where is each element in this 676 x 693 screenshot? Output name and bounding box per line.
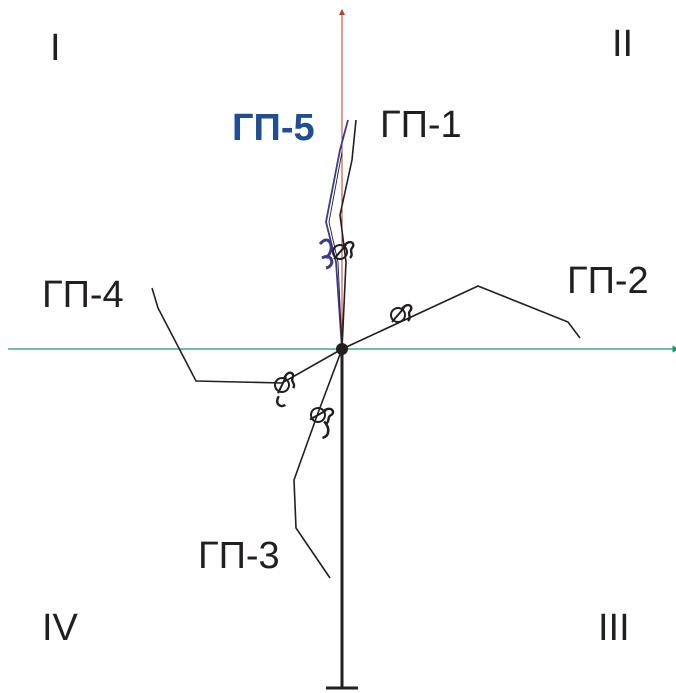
well-label-gp4: ГП-4 [42, 274, 124, 316]
well-label-gp5: ГП-5 [232, 107, 315, 149]
well-label-gp2: ГП-2 [567, 260, 649, 302]
well-label-gp3: ГП-3 [198, 535, 280, 577]
trajectory-gp4 [151, 287, 343, 384]
quadrant-label-ii: II [612, 23, 633, 65]
quadrant-label-iv: IV [42, 607, 79, 649]
hydrophone-symbol-icon [271, 370, 298, 408]
trajectory-gp5 [325, 119, 349, 350]
trajectory-gp5-outline [328, 151, 343, 350]
quadrant-label-i: I [50, 27, 61, 69]
hydrophone-symbol-icon [307, 402, 336, 440]
well-label-gp1: ГП-1 [380, 104, 462, 146]
trajectory-gp1 [339, 119, 357, 350]
quadrant-label-iii: III [598, 607, 630, 649]
trajectory-gp2 [341, 285, 581, 350]
hydrophone-symbol-icon [389, 303, 413, 324]
wellhead-dot-icon [336, 343, 348, 355]
hydrophone-symbol-icon [318, 238, 355, 270]
trajectory-gp3 [293, 348, 343, 579]
